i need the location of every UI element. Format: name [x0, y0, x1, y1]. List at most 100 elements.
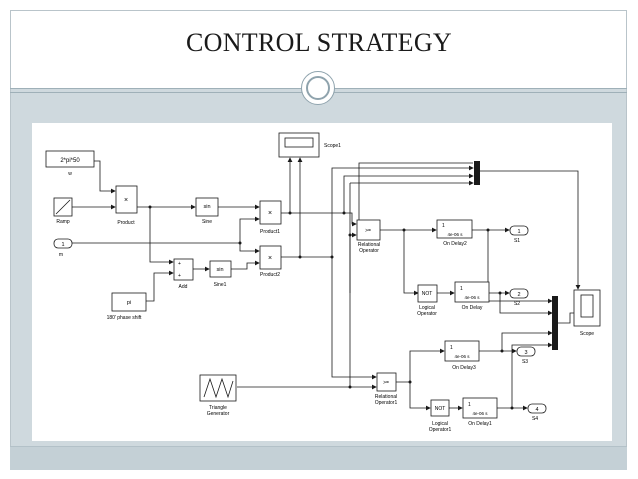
wire-mux1-scope — [480, 170, 581, 290]
ondelay1-block[interactable] — [462, 397, 498, 419]
add-block[interactable] — [173, 258, 194, 281]
wire-product1-relop — [281, 212, 356, 225]
relop1-block[interactable] — [376, 372, 397, 392]
outport-s2[interactable] — [509, 288, 529, 299]
ondelay-num: 1 — [460, 286, 463, 292]
sine-block[interactable] — [195, 197, 219, 217]
logical-op1-label-2: Operator1 — [429, 427, 452, 433]
add-plus-1: + — [178, 261, 181, 267]
triangle-gen-label-2: Generator — [207, 411, 230, 417]
ondelay1-label: On Delay1 — [468, 421, 492, 427]
logical-op-not: NOT — [422, 291, 433, 297]
relop-symbol: >= — [365, 228, 371, 234]
ramp-label: Ramp — [56, 219, 70, 225]
triangle-wave-icon — [203, 377, 234, 399]
wire-ondelay-mux2 — [499, 293, 553, 316]
product-symbol: × — [124, 197, 128, 204]
mux2-bar — [552, 296, 558, 350]
product-block[interactable] — [115, 185, 138, 214]
relop1-symbol: >= — [383, 380, 389, 386]
const-w-block[interactable] — [45, 150, 95, 168]
scope-label: Scope — [580, 331, 594, 337]
ramp-icon — [55, 199, 71, 215]
ondelay3-label: On Delay3 — [452, 365, 476, 371]
phase-shift-value: pi — [127, 300, 131, 306]
ondelay3-num: 1 — [450, 345, 453, 351]
product2-symbol: × — [268, 255, 272, 262]
wire-product2-relop1 — [331, 257, 377, 380]
add-label: Add — [179, 284, 188, 290]
product2-label: Product2 — [260, 272, 280, 278]
sine-label: Sine — [202, 219, 212, 225]
wire-ondelay3-mux2 — [501, 330, 553, 351]
wire-product-add — [149, 207, 174, 265]
triangle-gen-block[interactable] — [199, 374, 237, 402]
circle-ornament-inner — [306, 76, 330, 100]
wire-product1-mux1 — [343, 173, 474, 213]
triangle-gen-label-1: Triangle — [209, 405, 227, 411]
outport-s1-label: S1 — [514, 238, 520, 244]
relop1-label-1: Relational — [375, 394, 397, 400]
wire-product2-mux1 — [331, 165, 474, 257]
mux1-bar — [474, 161, 480, 185]
outport-s1[interactable] — [509, 225, 529, 236]
add-plus-2: + — [178, 273, 181, 279]
outport-s4[interactable] — [527, 403, 547, 414]
ondelay-block[interactable] — [454, 281, 490, 303]
wire-m-product1 — [72, 216, 260, 244]
const-w-label: w — [68, 171, 72, 177]
wire-w-product — [94, 160, 116, 194]
phase-shift-label: 180' phase shift — [107, 315, 142, 321]
ondelay-value: 4e-06 s — [464, 295, 480, 300]
sine1-block[interactable] — [209, 260, 232, 278]
product1-symbol: × — [268, 210, 272, 217]
outport-s3-num: 3 — [524, 350, 527, 356]
const-m-value: 1 — [61, 242, 64, 248]
diagram-panel: 2*pi*50 w Ramp 1 m × Product sin Sine × … — [32, 123, 612, 441]
relop-label-1: Relational — [358, 242, 380, 248]
product-label: Product — [117, 220, 135, 226]
wire-m-product2 — [239, 243, 260, 254]
circle-ornament — [301, 71, 335, 105]
const-w-value: 2*pi*50 — [60, 158, 80, 164]
sine-fn: sin — [203, 204, 210, 210]
footer-band — [10, 446, 627, 470]
product2-block[interactable] — [259, 245, 282, 270]
wire-sine1-product2 — [231, 260, 260, 270]
ondelay3-block[interactable] — [444, 340, 480, 362]
slide-title: CONTROL STRATEGY — [185, 28, 452, 57]
logical-op1-block[interactable] — [430, 399, 450, 417]
const-m-label: m — [59, 252, 63, 258]
logical-op1-not: NOT — [435, 406, 446, 412]
phase-shift-block[interactable] — [111, 292, 147, 312]
const-m-block[interactable] — [53, 238, 73, 249]
wire-relop1-not1 — [409, 382, 431, 411]
product1-block[interactable] — [259, 200, 282, 225]
outport-s3[interactable] — [516, 346, 536, 357]
wire-pi-add — [146, 270, 174, 302]
outport-s4-label: S4 — [532, 416, 538, 422]
logical-op1-label-1: Logical — [432, 421, 448, 427]
scope1-screen — [284, 137, 314, 148]
outport-s2-label: S2 — [514, 301, 520, 307]
logical-op-label-1: Logical — [419, 305, 435, 311]
simulink-diagram: 2*pi*50 w Ramp 1 m × Product sin Sine × … — [45, 132, 601, 433]
ondelay2-label: On Delay2 — [443, 241, 467, 247]
ondelay-label: On Delay — [462, 305, 483, 311]
ondelay1-value: 4e-06 s — [472, 411, 488, 416]
scope-screen — [580, 294, 594, 318]
ondelay1-num: 1 — [468, 402, 471, 408]
outport-s4-num: 4 — [535, 407, 538, 413]
relop-block[interactable] — [356, 219, 381, 241]
outport-s2-num: 2 — [517, 292, 520, 298]
logical-op-label-2: Operator — [417, 311, 437, 317]
ondelay3-value: 4e-06 s — [454, 354, 470, 359]
wire-relop1-ondelay3 — [396, 348, 445, 383]
ondelay2-block[interactable] — [436, 219, 473, 239]
product1-label: Product1 — [260, 229, 280, 235]
relop-label-2: Operator — [359, 248, 379, 254]
outport-s3-label: S3 — [522, 359, 528, 365]
scope1-label: Scope1 — [324, 143, 341, 149]
logical-op-block[interactable] — [417, 284, 438, 303]
wire-relop-not — [403, 230, 419, 296]
